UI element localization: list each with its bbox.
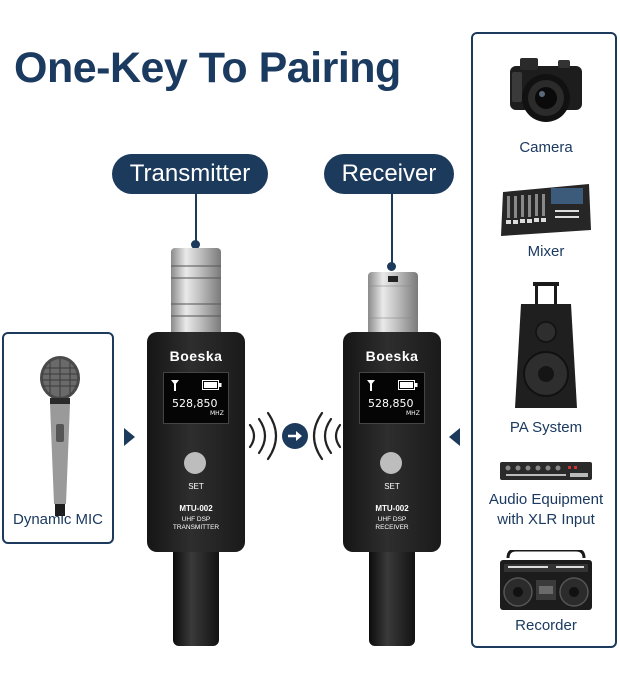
transmitter-leader-dot [191,240,200,249]
antenna-icon [171,380,179,391]
transmitter-leader [195,194,197,244]
destination-label-pa-system: PA System [509,419,583,436]
receiver-leader-dot [387,262,396,271]
transmitter-pill: Transmitter [112,154,268,194]
battery-icon [202,380,222,390]
receiver-set-button[interactable] [380,452,402,474]
transmitter-unit: MHZ [210,410,224,417]
audio-equipment-icon [500,462,592,480]
pairing-arrow-icon [282,423,308,449]
transmitter-screen: 528,850 MHZ [163,372,229,424]
transmitter-type: UHF DSP TRANSMITTER [172,516,220,531]
transmitter-device: Boeska 528,850 MHZ SET MTU-002 UHF DSP T… [147,332,245,552]
receiver-xlr-connector [368,272,418,334]
destination-label-mixer: Mixer [527,243,565,260]
destination-label-audio-equipment: Audio Equipment with XLR Input [488,491,604,528]
transmitter-brand: Boeska [169,348,223,364]
receiver-frequency: 528,850 [368,397,414,410]
microphone-icon [40,356,80,516]
destination-label-camera: Camera [519,139,573,156]
receiver-pill: Receiver [324,154,454,194]
transmitter-set-label: SET [188,482,204,491]
receiver-model: MTU-002 [375,504,409,513]
transmitter-set-button[interactable] [184,452,206,474]
signal-waves-out-icon [248,411,278,461]
source-panel: Dynamic MIC [2,332,114,544]
signal-waves-in-icon [312,411,342,461]
receiver-type: UHF DSP RECEIVER [375,516,409,531]
arrow-right-icon [124,428,135,446]
receiver-unit: MHZ [406,410,420,417]
boombox-icon [500,550,592,610]
battery-icon [398,380,418,390]
transmitter-frequency: 528,850 [172,397,218,410]
speaker-icon [515,282,577,408]
transmitter-bottom-connector [173,552,219,646]
receiver-screen: 528,850 MHZ [359,372,425,424]
page-title: One-Key To Pairing [14,44,401,92]
receiver-brand: Boeska [365,348,419,364]
source-label: Dynamic MIC [12,511,103,528]
receiver-device: Boeska 528,850 MHZ SET MTU-002 UHF DSP R… [343,332,441,552]
destination-panel: Camera Mixer PA System [471,32,617,648]
arrow-left-icon [449,428,460,446]
receiver-leader [391,194,393,266]
mixer-icon [501,184,591,236]
camera-icon [510,58,582,122]
receiver-set-label: SET [384,482,400,491]
antenna-icon [367,380,375,391]
receiver-bottom-connector [369,552,415,646]
destination-label-recorder: Recorder [515,617,577,634]
transmitter-model: MTU-002 [179,504,213,513]
transmitter-xlr-connector [171,248,221,334]
